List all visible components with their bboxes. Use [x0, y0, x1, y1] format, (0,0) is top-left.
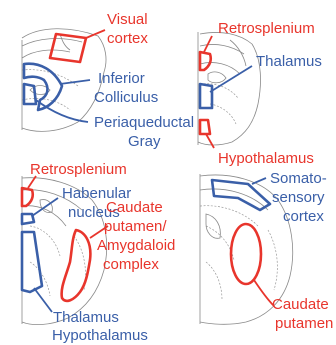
periaqueductal-gray-label: Periaqueductal Gray	[94, 114, 198, 150]
panel-top-left: Visual cortex Inferior Colliculus Periaq…	[22, 11, 198, 150]
caudate-putamen-pointer	[254, 280, 274, 306]
inferior-colliculus-pointer	[60, 80, 90, 84]
retrosplenium-label-bottom-left: Retrosplenium	[30, 161, 127, 178]
inferior-colliculus-label: Inferior Colliculus	[94, 70, 158, 106]
retrosplenium-pointer-top-right	[204, 36, 212, 52]
periaqueductal-gray-pointer	[36, 100, 88, 122]
caudate-putamen-amygdaloid-label: Caudate putamen/ Amygdaloid complex	[97, 199, 180, 273]
visual-cortex-pointer	[86, 30, 105, 38]
visual-cortex-label: Visual cortex	[107, 11, 152, 47]
panel-top-right: Retrosplenium Thalamus Hypothalamus	[198, 20, 322, 167]
somatosensory-cortex-region	[212, 180, 270, 210]
thalamus-hypothalamus-region	[22, 232, 42, 292]
periaqueductal-gray-region	[24, 84, 36, 104]
retrosplenium-region-top-right	[200, 52, 211, 70]
habenular-nucleus-pointer	[32, 198, 58, 216]
brain-outline-top-right	[198, 32, 260, 145]
retrosplenium-label-top-right: Retrosplenium	[218, 20, 315, 37]
thalamus-label-bottom-left: Thalamus	[53, 309, 119, 326]
hypothalamus-region-top-right	[200, 120, 210, 134]
thalamus-pointer-top-right	[210, 66, 252, 92]
hypothalamus-label-bottom-left: Hypothalamus	[52, 327, 148, 344]
somatosensory-cortex-pointer	[252, 178, 266, 184]
hypothalamus-pointer-top-right	[206, 134, 214, 148]
hypothalamus-label-top-right: Hypothalamus	[218, 150, 314, 167]
retrosplenium-region-bottom-left	[22, 188, 33, 206]
panel-bottom-left: Retrosplenium Habenular nucleus Caudate …	[22, 161, 180, 344]
caudate-putamen-amygdaloid-region	[62, 230, 91, 301]
thalamus-region-top-right	[200, 84, 212, 108]
panel-bottom-right: Somato- sensory cortex Caudate putamen	[200, 170, 333, 332]
thalamus-label-top-right: Thalamus	[256, 53, 322, 70]
caudate-putamen-label: Caudate putamen	[272, 296, 333, 332]
somatosensory-cortex-label: Somato- sensory cortex	[270, 170, 331, 225]
caudate-putamen-region	[231, 224, 261, 284]
